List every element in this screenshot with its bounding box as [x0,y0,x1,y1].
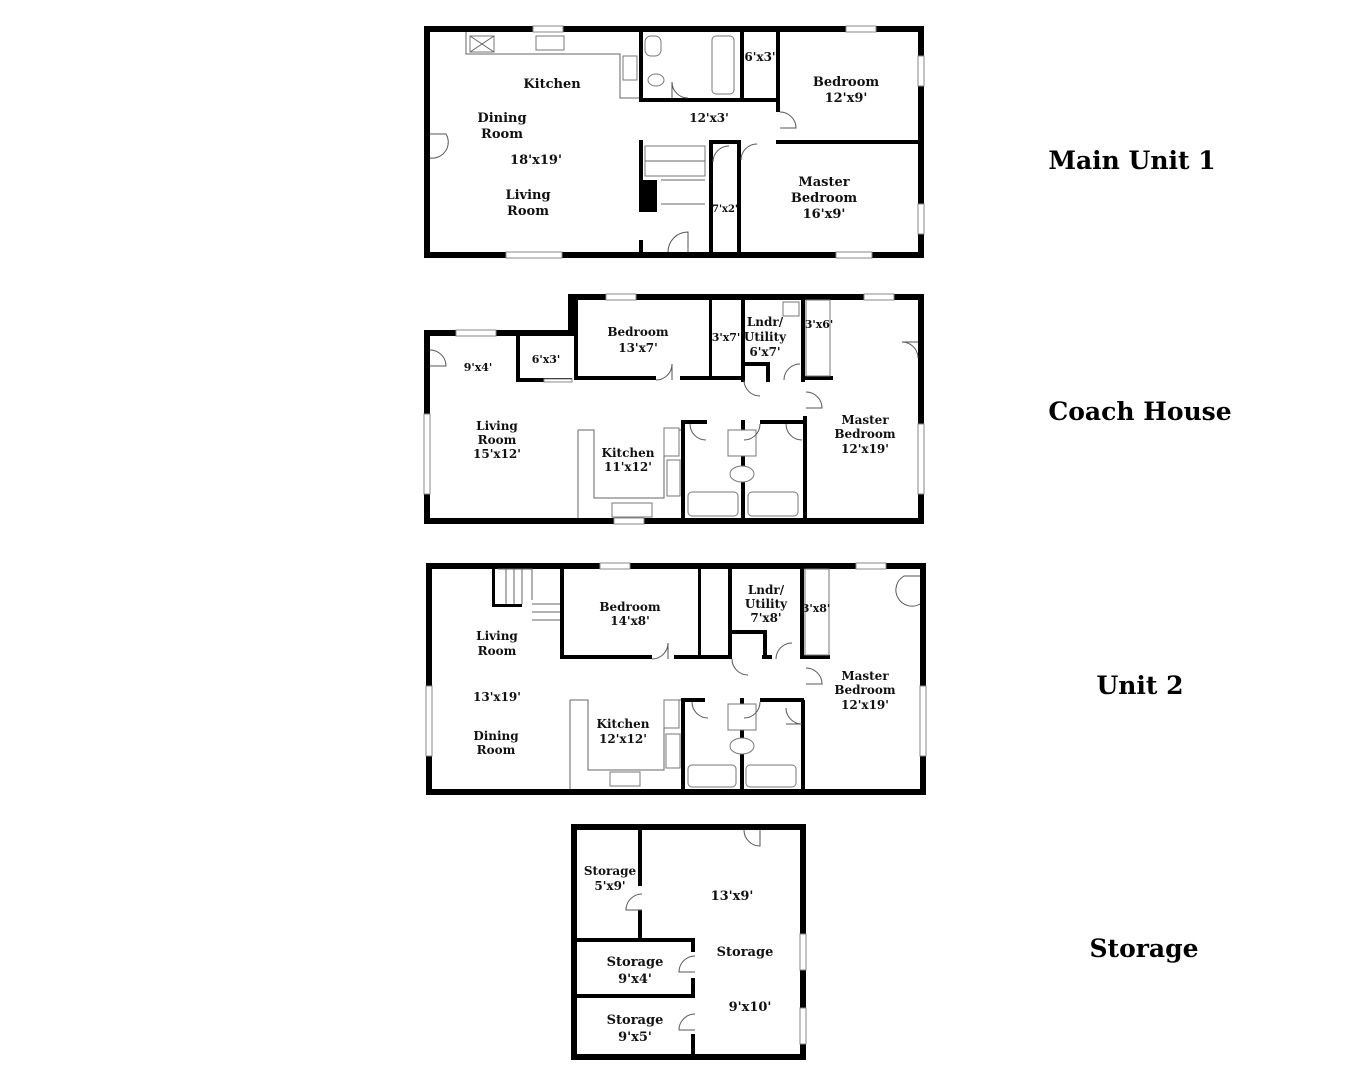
laundry-size-label: 7'x8' [750,611,781,625]
storage-c-label: Storage [607,1013,664,1028]
unit-2-plan [425,562,927,795]
main-unit-1-plan [424,25,925,259]
dining-room-label-1: Dining [477,111,526,126]
master-label-2: Bedroom [834,427,895,441]
living-room-label-1: Living [476,629,518,643]
laundry-label-2: Utility [744,330,787,344]
bedroom-label: Bedroom [813,75,880,90]
laundry-label-1: Lndr/ [747,315,784,329]
closet-size-label: 3'x8' [802,602,831,615]
storage-main-size2-label: 9'x10' [729,1000,772,1015]
storage-b-size-label: 9'x4' [618,972,652,987]
master-size-label: 12'x19' [841,698,889,712]
dining-room-label-1: Dining [473,729,519,743]
storage-plan [571,824,807,1060]
kitchen-size-label: 12'x12' [599,732,647,746]
storage-a-label: Storage [584,864,637,878]
bedroom-label: Bedroom [599,600,660,614]
closet2-size-label: 7'x2' [712,204,738,215]
master-label-1: Master [841,669,889,683]
closet-size-label: 6'x3' [744,50,775,64]
closet2-size-label: 3'x7' [712,331,741,344]
kitchen-label: Kitchen [597,717,650,731]
living-size-label: 15'x12' [473,447,521,461]
living-room-label-2: Room [507,204,549,219]
living-room-label-2: Room [478,433,517,447]
master-label-2: Bedroom [834,683,895,697]
bedroom-size-label: 13'x7' [618,341,658,355]
storage-main-size-label: 13'x9' [711,889,754,904]
unit-2-labels: Living Room 13'x19' Dining Room Bedroom … [473,583,896,757]
bedroom-label: Bedroom [607,325,668,339]
living-room-label-1: Living [476,419,518,433]
kitchen-size-label: 11'x12' [604,460,652,474]
storage-b-label: Storage [607,955,664,970]
closet-size-label: 6'x3' [532,353,561,366]
master-size-label: 16'x9' [803,207,846,222]
hall-size-label: 12'x3' [689,111,729,125]
dining-room-label-2: Room [477,743,516,757]
dining-size-label: 18'x19' [510,153,562,168]
coach-house-labels: 9'x4' 6'x3' Bedroom 13'x7' 3'x7' Lndr/ U… [464,315,896,474]
storage-main-label: Storage [717,945,774,960]
master-label-1: Master [841,413,889,427]
storage-a-size-label: 5'x9' [594,879,625,893]
storage-title: Storage [1089,934,1198,963]
living-room-label-1: Living [505,188,550,203]
laundry-label-1: Lndr/ [748,583,785,597]
bedroom-size-label: 14'x8' [610,614,650,628]
main-unit-1-labels: Kitchen Dining Room 18'x19' Living Room … [477,50,879,222]
master-label-2: Bedroom [791,191,858,206]
entry-size-label: 9'x4' [464,361,493,374]
living-room-label-2: Room [478,644,517,658]
storage-c-size-label: 9'x5' [618,1030,652,1045]
laundry-size-label: 6'x7' [749,345,780,359]
master-size-label: 12'x19' [841,442,889,456]
coach-house-title: Coach House [1048,397,1231,426]
kitchen-label: Kitchen [602,446,655,460]
unit-2-title: Unit 2 [1096,671,1183,700]
main-unit-1-title: Main Unit 1 [1048,146,1215,175]
closet3-size-label: 3'x6' [805,318,834,331]
kitchen-label: Kitchen [523,77,581,92]
coach-house-plan [423,293,925,525]
laundry-label-2: Utility [745,597,788,611]
bedroom-size-label: 12'x9' [825,91,868,106]
dining-room-label-2: Room [481,127,523,142]
storage-labels: Storage 5'x9' 13'x9' Storage 9'x10' Stor… [584,864,774,1045]
master-label-1: Master [798,175,849,190]
living-size-label: 13'x19' [473,690,521,704]
